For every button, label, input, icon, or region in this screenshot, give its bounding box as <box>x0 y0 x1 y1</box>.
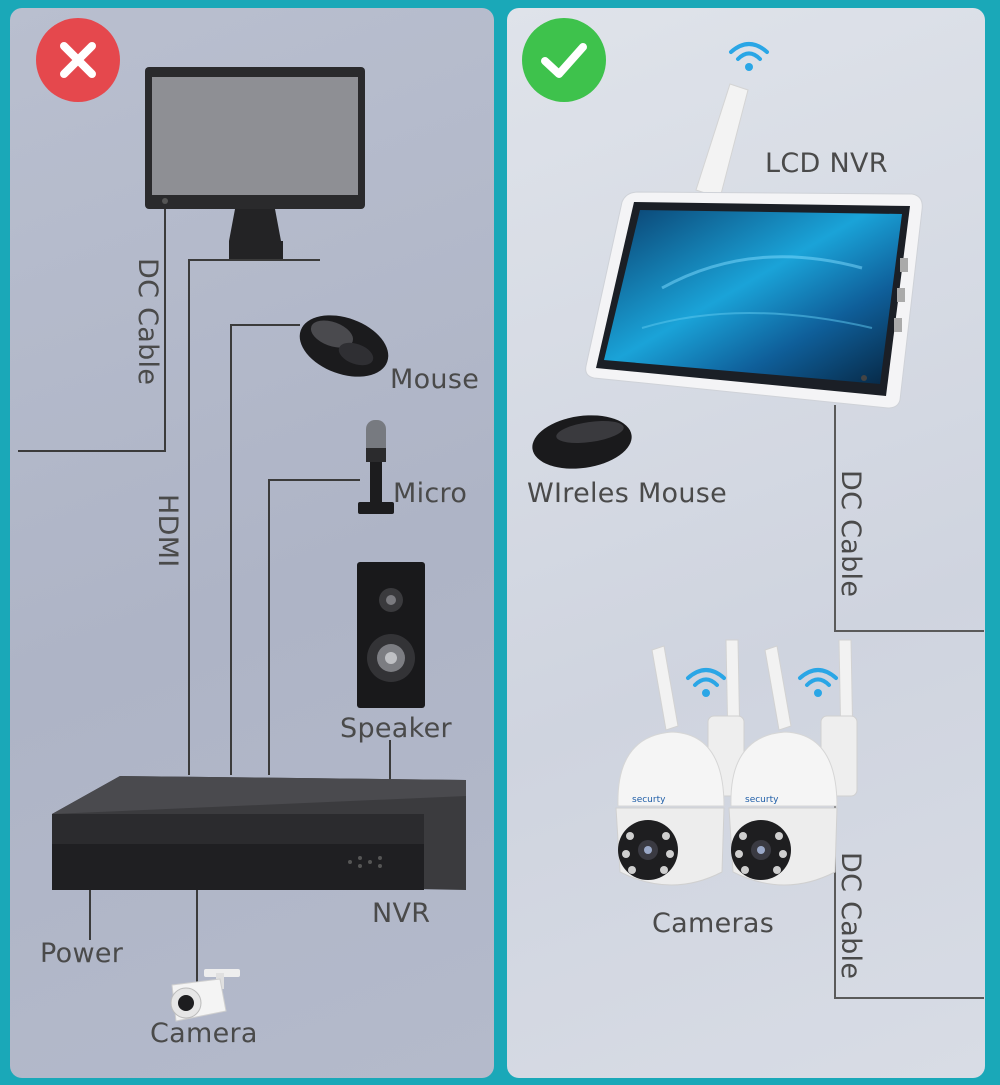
power-wire <box>89 868 91 940</box>
wifi-camera-image: securty <box>615 639 745 886</box>
monitor-image <box>145 67 365 259</box>
wifi-icon <box>729 42 769 71</box>
wifi-icon <box>686 668 726 697</box>
dc-cable-wire <box>164 202 166 452</box>
micro-label: Micro <box>393 478 468 509</box>
wireless-mouse-label: WIreles Mouse <box>527 478 728 509</box>
speaker-image <box>357 562 425 708</box>
cameras-label: Cameras <box>652 908 775 939</box>
lcd-nvr-label: LCD NVR <box>765 148 888 179</box>
lcd-nvr-image <box>585 83 923 409</box>
camera-wire <box>196 878 198 988</box>
mouse-wire <box>230 325 232 775</box>
close-icon <box>60 42 96 78</box>
correct-badge <box>522 18 606 102</box>
svg-text:securty: securty <box>745 795 779 805</box>
svg-text:securty: securty <box>632 795 666 805</box>
mouse-wire-top <box>230 324 300 326</box>
dc-cable-wire-bottom-horizontal <box>834 997 984 999</box>
mouse-image <box>299 315 389 377</box>
hdmi-wire <box>188 260 190 775</box>
nvr-label: NVR <box>372 898 431 929</box>
dc-cable-wire-top <box>834 405 836 631</box>
micro-wire-top <box>268 479 360 481</box>
dc-cable-wire-horizontal <box>18 450 166 452</box>
hdmi-label: HDMI <box>152 494 183 568</box>
dc-cable-wire-top-horizontal <box>834 630 984 632</box>
dc-cable-bottom-label: DC Cable <box>835 852 866 980</box>
wireless-setup-panel <box>507 8 985 1078</box>
check-icon <box>541 43 587 78</box>
dc-cable-label: DC Cable <box>132 258 163 386</box>
microphone-image <box>358 420 394 514</box>
camera-label: Camera <box>150 1018 258 1049</box>
dc-cable-top-label: DC Cable <box>835 470 866 598</box>
speaker-wire <box>389 740 391 780</box>
nvr-image <box>52 776 466 890</box>
bullet-camera-image <box>170 969 240 1022</box>
wifi-camera-image: securty <box>728 639 858 886</box>
hdmi-wire-top <box>188 259 320 261</box>
dc-cable-wire-bottom <box>834 805 836 998</box>
incorrect-badge <box>36 18 120 102</box>
speaker-label: Speaker <box>340 713 452 744</box>
micro-wire <box>268 480 270 775</box>
wireless-mouse-image <box>532 415 632 469</box>
mouse-label: Mouse <box>390 364 480 395</box>
wifi-icon <box>798 668 838 697</box>
power-label: Power <box>40 938 124 969</box>
